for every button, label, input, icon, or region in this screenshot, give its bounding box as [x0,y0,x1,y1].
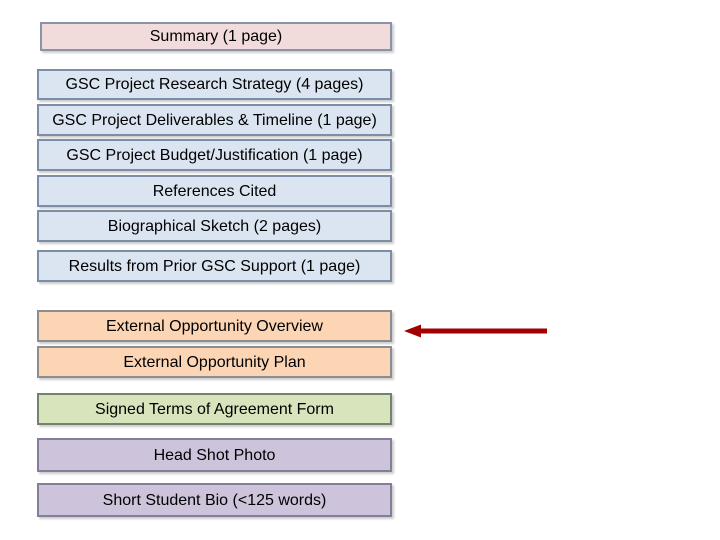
box-external-opportunity-plan: External Opportunity Plan [37,346,392,378]
box-research-strategy: GSC Project Research Strategy (4 pages) [37,69,392,100]
box-external-opportunity-overview-label: External Opportunity Overview [106,317,323,335]
box-head-shot-photo: Head Shot Photo [37,438,392,472]
box-external-opportunity-overview: External Opportunity Overview [37,310,392,342]
box-prior-support-results-label: Results from Prior GSC Support (1 page) [68,257,361,275]
box-prior-support-results: Results from Prior GSC Support (1 page) [37,250,392,282]
box-external-opportunity-plan-label: External Opportunity Plan [123,353,306,371]
box-summary: Summary (1 page) [40,22,392,51]
box-research-strategy-label: GSC Project Research Strategy (4 pages) [65,76,364,93]
box-deliverables-timeline: GSC Project Deliverables & Timeline (1 p… [37,104,392,136]
box-head-shot-photo-label: Head Shot Photo [153,446,276,464]
box-terms-of-agreement: Signed Terms of Agreement Form [37,393,392,425]
box-terms-of-agreement-label: Signed Terms of Agreement Form [95,400,334,418]
box-deliverables-timeline-label: GSC Project Deliverables & Timeline (1 p… [52,111,377,129]
box-budget-justification-label: GSC Project Budget/Justification (1 page… [66,146,363,164]
box-budget-justification: GSC Project Budget/Justification (1 page… [37,139,392,171]
box-short-student-bio-label: Short Student Bio (<125 words) [102,491,327,509]
red-left-arrow-icon [404,324,548,338]
box-references-cited: References Cited [37,175,392,207]
box-short-student-bio: Short Student Bio (<125 words) [37,483,392,517]
box-references-cited-label: References Cited [152,182,277,200]
box-biographical-sketch: Biographical Sketch (2 pages) [37,210,392,242]
box-biographical-sketch-label: Biographical Sketch (2 pages) [107,217,322,235]
box-summary-label: Summary (1 page) [149,28,283,45]
